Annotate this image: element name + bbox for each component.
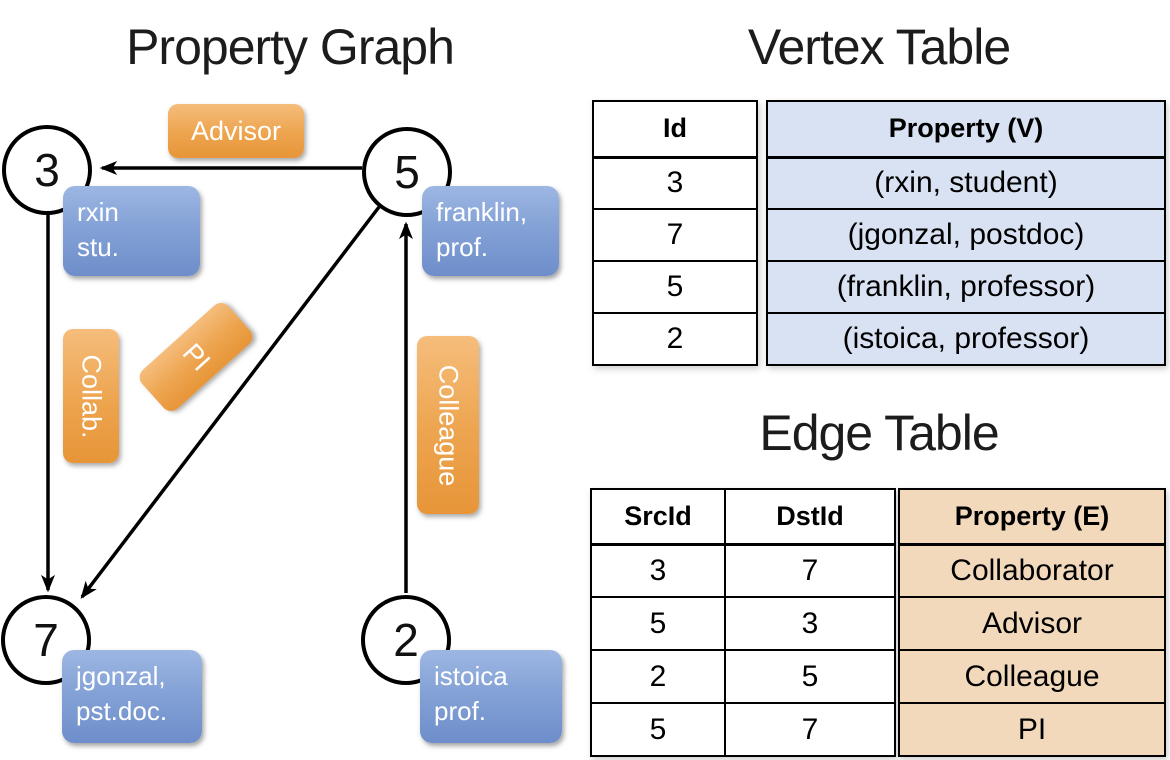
edge-property-cell: Advisor (898, 596, 1166, 651)
table-row: (franklin, professor) (766, 260, 1166, 314)
edge-dst-cell: 7 (724, 543, 896, 598)
edge-src-cell: 5 (590, 596, 726, 651)
edge-label-text: Collab. (76, 353, 107, 439)
vertex-id-cell: 7 (592, 208, 758, 262)
node-id-label: 2 (393, 614, 419, 666)
edge-src-cell: 5 (590, 702, 726, 757)
edge-table-id-columns: SrcId DstId 3 7 5 3 2 5 5 7 (590, 488, 896, 757)
table-row: 5 (592, 260, 758, 314)
edge-property-cell: PI (898, 702, 1166, 757)
property-graph-title: Property Graph (126, 19, 455, 75)
graph-edges (41, 161, 413, 599)
vertex-table-title: Vertex Table (747, 19, 1011, 75)
vertex-id-cell: 5 (592, 260, 758, 314)
edge-pi-5-to-7 (80, 205, 381, 599)
table-row: Advisor (898, 596, 1166, 651)
vertex-property-cell: (jgonzal, postdoc) (766, 208, 1166, 262)
edge-src-cell: 3 (590, 543, 726, 598)
vertex-property-box-5: franklin, prof. (422, 186, 559, 276)
table-row: (jgonzal, postdoc) (766, 208, 1166, 262)
graph-node-5: 5 (362, 127, 452, 217)
edge-dst-header: DstId (724, 488, 896, 546)
table-header-row: Id (592, 100, 758, 159)
vertex-id-cell: 3 (592, 156, 758, 210)
edge-label-colleague: Colleague (417, 336, 479, 514)
table-header-row: SrcId DstId (590, 488, 896, 546)
table-row: 2 5 (590, 649, 896, 704)
table-row: Colleague (898, 649, 1166, 704)
vertex-property-box-2: istoica prof. (420, 650, 562, 743)
vertex-property-box-7: jgonzal, pst.doc. (62, 650, 202, 743)
edge-property-cell: Collaborator (898, 543, 1166, 598)
node-id-label: 7 (33, 614, 59, 666)
node-id-label: 3 (34, 144, 60, 196)
vertex-id-cell: 2 (592, 312, 758, 366)
table-row: (rxin, student) (766, 156, 1166, 210)
table-row: Collaborator (898, 543, 1166, 598)
edge-label-advisor: Advisor (168, 104, 304, 158)
edge-table-property-column: Property (E) Collaborator Advisor Collea… (898, 488, 1166, 757)
vertex-table-id-column: Id 3 7 5 2 (592, 100, 758, 366)
table-row: PI (898, 702, 1166, 757)
vertex-property-cell: (istoica, professor) (766, 312, 1166, 366)
edge-src-cell: 2 (590, 649, 726, 704)
edge-src-header: SrcId (590, 488, 726, 546)
edge-label-collab: Collab. (63, 329, 119, 463)
vertex-property-cell: (franklin, professor) (766, 260, 1166, 314)
vertex-id-header: Id (592, 100, 758, 159)
graph-node-2: 2 (361, 595, 451, 685)
vertex-property-cell: (rxin, student) (766, 156, 1166, 210)
vertex-property-box-3: rxin stu. (63, 186, 200, 276)
edge-property-header: Property (E) (898, 488, 1166, 546)
edge-property-cell: Colleague (898, 649, 1166, 704)
table-row: 5 3 (590, 596, 896, 651)
table-row: 3 7 (590, 543, 896, 598)
table-row: 3 (592, 156, 758, 210)
table-row: 2 (592, 312, 758, 366)
edge-label-text: Colleague (433, 364, 464, 486)
edge-label-text: PI (176, 337, 217, 377)
table-row: 7 (592, 208, 758, 262)
edge-dst-cell: 3 (724, 596, 896, 651)
table-header-row: Property (V) (766, 100, 1166, 159)
vertex-property-header: Property (V) (766, 100, 1166, 159)
edge-dst-cell: 5 (724, 649, 896, 704)
vertex-table-property-column: Property (V) (rxin, student) (jgonzal, p… (766, 100, 1166, 366)
edge-table-title: Edge Table (759, 405, 999, 461)
node-id-label: 5 (394, 146, 420, 198)
edge-dst-cell: 7 (724, 702, 896, 757)
table-row: 5 7 (590, 702, 896, 757)
table-header-row: Property (E) (898, 488, 1166, 546)
edge-label-text: Advisor (190, 115, 282, 146)
table-row: (istoica, professor) (766, 312, 1166, 366)
